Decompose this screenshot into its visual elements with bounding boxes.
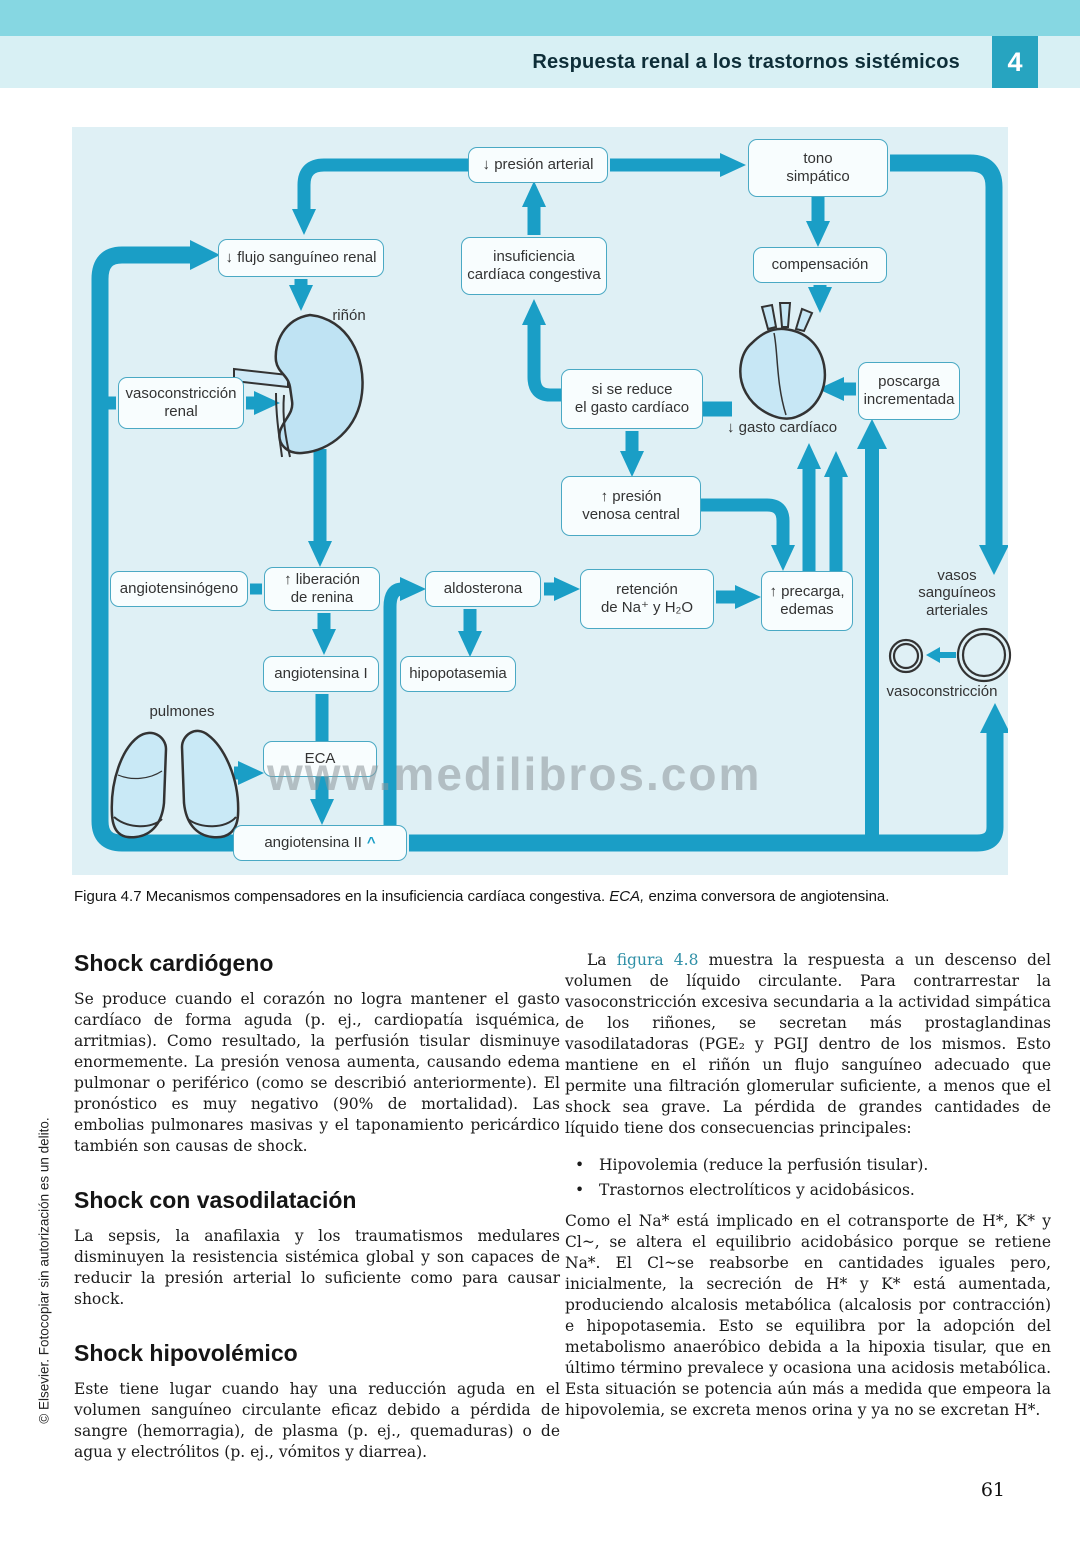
label-vasos-arteriales: vasos sanguíneos arteriales (918, 567, 996, 619)
consequences-list: Hipovolemia (reduce la perfusión tisular… (565, 1154, 1051, 1201)
figure-4-8-reference: figura 4.8 (616, 951, 699, 969)
paragraph-shock-hipovolemico: Este tiene lugar cuando hay una reducció… (74, 1380, 560, 1461)
header-band: Respuesta renal a los trastornos sistémi… (0, 36, 1080, 88)
kidney-illustration (233, 313, 364, 458)
paragraph-acidobasico: Como el Na* está implicado en el cotrans… (565, 1212, 1051, 1419)
label-pulmones: pulmones (149, 703, 215, 720)
node-precarga-edemas: ↑ precarga, edemas (761, 571, 853, 631)
paragraph-shock-cardiogeno: Se produce cuando el corazón no logra ma… (74, 990, 560, 1155)
node-angiotensina-ii: angiotensina II ^ (233, 825, 407, 861)
flow-arrows (91, 153, 1008, 852)
list-item: Hipovolemia (reduce la perfusión tisular… (565, 1154, 1051, 1176)
node-poscarga-incrementada: poscarga incrementada (858, 362, 960, 420)
caption-suffix: enzima conversora de angiotensina. (644, 888, 890, 905)
heading-shock-cardiogeno: Shock cardiógeno (74, 950, 274, 976)
page-title: Respuesta renal a los trastornos sistémi… (532, 50, 960, 73)
node-si-se-reduce-gasto: si se reduce el gasto cardíaco (561, 369, 703, 429)
node-retencion-na-h2o: retención de Na⁺ y H₂O (580, 569, 714, 629)
heart-illustration (739, 302, 827, 420)
label-gasto-cardiaco: ↓ gasto cardíaco (726, 419, 838, 436)
paragraph-shock-vasodilatacion: La sepsis, la anafilaxia y los traumatis… (74, 1227, 560, 1308)
node-tono-simpatico: tono simpático (748, 139, 888, 197)
node-liberacion-renina: ↑ liberación de renina (264, 567, 380, 611)
left-column: Shock cardiógeno Se produce cuando el co… (74, 950, 560, 1478)
node-angiotensinogeno: angiotensinógeno (110, 571, 248, 607)
angiotensina-ii-label: angiotensina II (264, 834, 362, 852)
figure-4-7-diagram: ↓ presión arterial tono simpático ↓ fluj… (72, 127, 1012, 875)
watermark: www.medilibros.com (267, 748, 762, 800)
heading-shock-hipovolemico: Shock hipovolémico (74, 1340, 298, 1366)
p4-body: muestra la respuesta a un descenso del v… (565, 951, 1051, 1137)
blood-vessels-illustration (888, 627, 1012, 683)
p4-prefix: La (587, 951, 617, 969)
copyright-sidebar: © Elsevier. Fotocopiar sin autorización … (36, 1117, 52, 1424)
node-hipopotasemia: hipopotasemia (400, 656, 516, 692)
node-compensacion: compensación (753, 247, 887, 283)
node-aldosterona: aldosterona (425, 571, 541, 607)
node-eca: ECA (263, 741, 377, 777)
node-angiotensina-i: angiotensina I (263, 656, 379, 692)
chapter-number-tab: 4 (992, 36, 1038, 88)
caret-glyph: ^ (366, 834, 376, 852)
heading-shock-vasodilatacion: Shock con vasodilatación (74, 1187, 357, 1213)
caption-eca-abbrev: ECA, (609, 888, 645, 905)
right-column: La figura 4.8 muestra la respuesta a un … (565, 950, 1051, 1436)
paragraph-figura-4-8: La figura 4.8 muestra la respuesta a un … (565, 950, 1051, 1139)
lungs-illustration (110, 729, 240, 839)
node-vasoconstriccion-renal: vasoconstricción renal (118, 377, 244, 429)
top-color-band (0, 0, 1080, 36)
node-insuficiencia-cardiaca: insuficiencia cardíaca congestiva (461, 237, 607, 295)
node-flujo-sanguineo-renal: ↓ flujo sanguíneo renal (218, 239, 384, 277)
node-presion-venosa-central: ↑ presión venosa central (561, 476, 701, 536)
node-presion-arterial: ↓ presión arterial (468, 147, 608, 183)
label-vasoconstriccion: vasoconstricción (886, 683, 998, 700)
figure-caption: Figura 4.7 Mecanismos compensadores en l… (74, 888, 1006, 905)
label-rinon: riñón (332, 307, 366, 324)
page-number: 61 (980, 1479, 1005, 1501)
list-item: Trastornos electrolíticos y acidobásicos… (565, 1179, 1051, 1201)
caption-text: Figura 4.7 Mecanismos compensadores en l… (74, 888, 610, 905)
